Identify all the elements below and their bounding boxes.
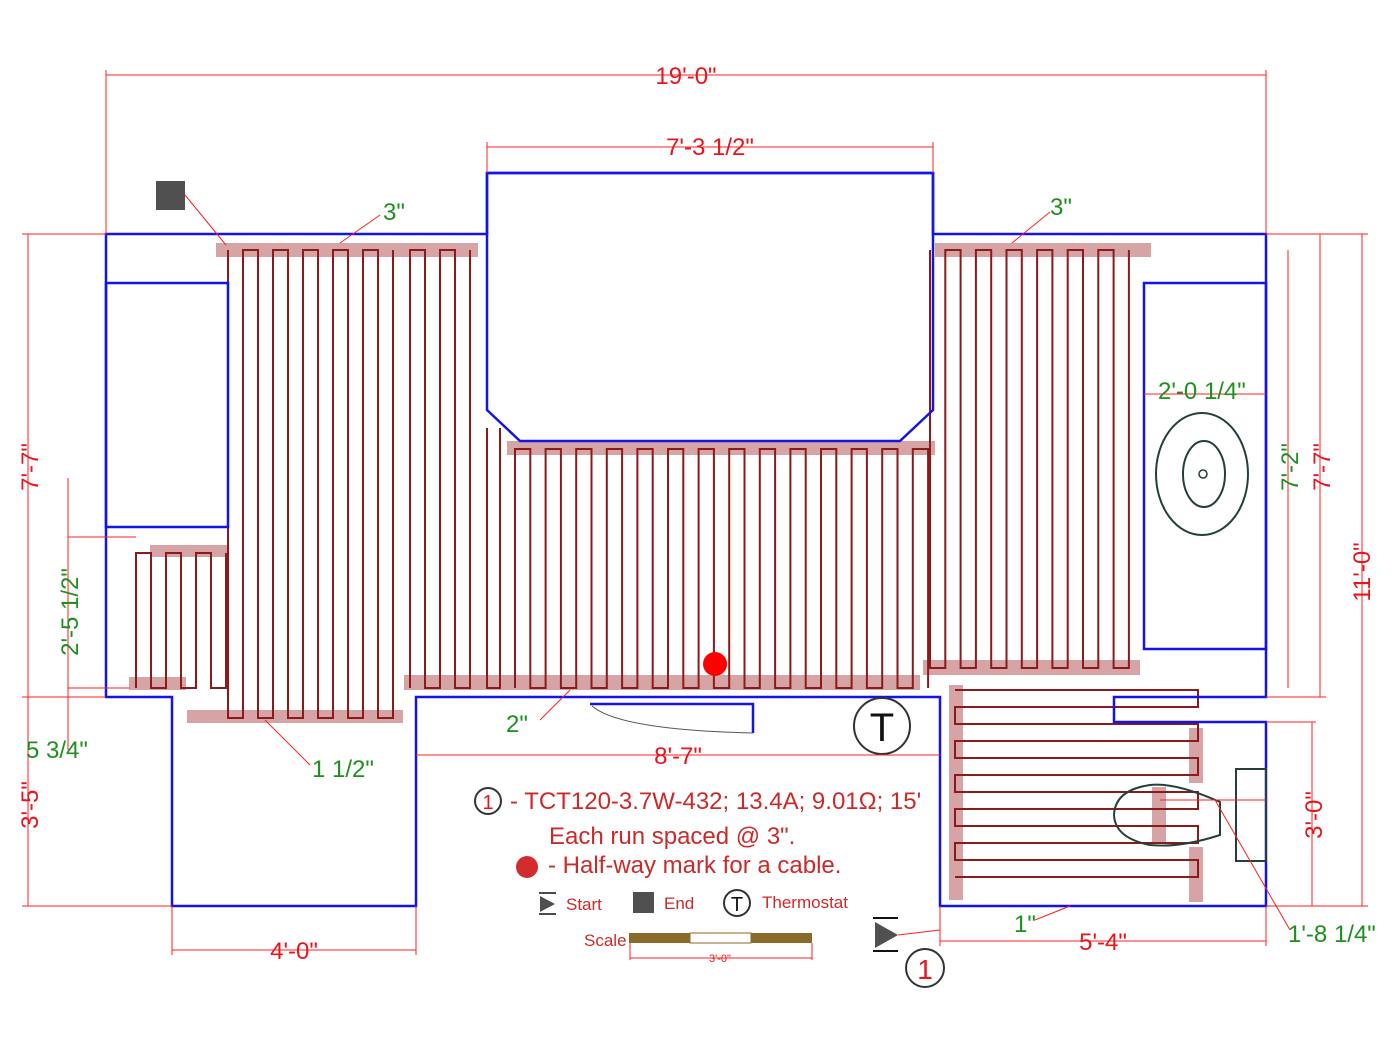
legend-end-icon <box>633 892 654 913</box>
heating-cable <box>135 249 1199 878</box>
dim-gap-1-1-2: 1 1/2" <box>312 756 374 783</box>
dim-overall-width: 19'-0" <box>655 63 716 90</box>
legend-thermostat-symbol: T <box>731 894 743 916</box>
dim-right-inner-height: 7'-2" <box>1277 443 1304 491</box>
thermostat-symbol: T <box>870 706 894 750</box>
cable-run-5 <box>929 249 1130 669</box>
legend-halfway-note: - Half-way mark for a cable. <box>548 852 841 879</box>
dim-overall-height: 11'-0" <box>1349 542 1376 601</box>
legend-cable-number: 1 <box>482 792 493 814</box>
dim-toilet-offset: 1'-8 1/4" <box>1288 921 1376 948</box>
legend-halfway-icon <box>516 856 538 878</box>
legend-end-label: End <box>664 894 694 913</box>
cable-run-3 <box>486 428 501 689</box>
dim-left-lower-height: 3'-5" <box>17 781 44 829</box>
cable-run-4 <box>514 448 930 689</box>
dim-bottom-left-width: 4'-0" <box>270 938 318 965</box>
dim-bath-height: 3'-0" <box>1301 791 1328 839</box>
cable-number-circle <box>905 948 945 988</box>
end-marker-icon <box>156 181 185 210</box>
dim-vanity-width: 2'-0 1/4" <box>1158 378 1246 405</box>
legend-start-label: Start <box>566 895 602 914</box>
scale-value: 3'-0" <box>709 953 731 965</box>
dim-left-inner: 2'-5 1/2" <box>57 568 84 656</box>
dim-bath-width: 5'-4" <box>1079 929 1127 956</box>
island <box>485 171 935 443</box>
start-marker-icon <box>873 917 898 952</box>
legend-thermostat-icon <box>723 889 751 917</box>
dim-gap-2: 2" <box>506 711 528 738</box>
cable-number: 1 <box>917 954 933 985</box>
dim-top-left-gap: 3" <box>383 199 405 226</box>
legend-thermostat-label: Thermostat <box>762 893 848 912</box>
halfway-mark-icon <box>703 652 727 676</box>
dim-bath-gap: 1" <box>1014 911 1036 938</box>
left-cabinet <box>104 281 230 529</box>
cable-run-6 <box>954 689 1199 878</box>
scale-label: Scale <box>584 931 627 950</box>
cable-run-2 <box>409 249 471 689</box>
door <box>590 702 755 733</box>
thermostat-icon <box>853 697 911 755</box>
cable-run-1 <box>227 249 394 719</box>
dim-right-height: 7'-7" <box>1309 443 1336 491</box>
legend-start-icon <box>539 892 556 915</box>
door-swing <box>591 705 754 734</box>
dim-left-small: 5 3/4" <box>26 737 88 764</box>
scale-bar <box>751 933 812 943</box>
toilet-icon <box>1112 783 1221 847</box>
legend-cable-spec: - TCT120-3.7W-432; 13.4A; 9.01Ω; 15' <box>510 788 921 815</box>
legend-spacing-note: Each run spaced @ 3". <box>549 823 795 850</box>
vanity <box>1142 281 1268 651</box>
drain-icon <box>1198 469 1208 479</box>
dimension-lines <box>22 70 1368 955</box>
toilet-tank <box>1235 768 1267 862</box>
dim-island-width: 7'-3 1/2" <box>666 134 754 161</box>
legend: 1 - TCT120-3.7W-432; 13.4A; 9.01Ω; 15' E… <box>474 787 921 965</box>
dim-left-height: 7'-7" <box>17 443 44 491</box>
dim-top-right-gap: 3" <box>1050 194 1072 221</box>
dim-hall-width: 8'-7" <box>654 743 702 770</box>
sink-icon <box>1155 412 1249 536</box>
cable-run-0 <box>135 552 227 689</box>
dimension-labels: 19'-0" 7'-3 1/2" 3" 3" 7'-7" 3'-5" 2'-5 … <box>17 63 1376 965</box>
fixtures: T 1 <box>156 181 1267 988</box>
